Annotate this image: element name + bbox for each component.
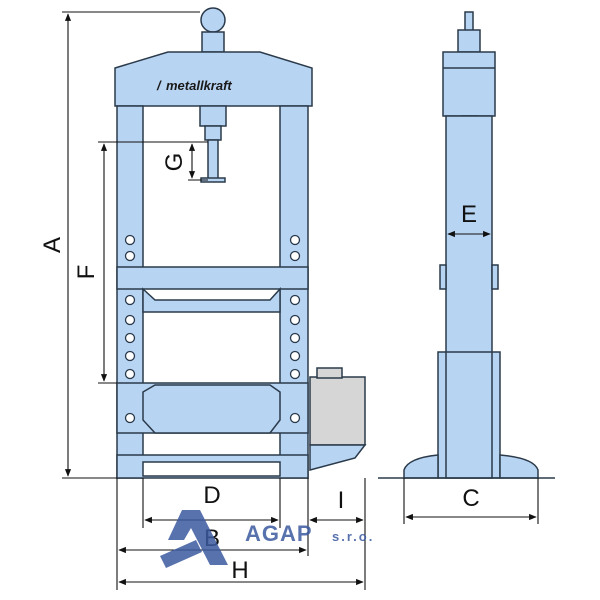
left-column-hole (124, 250, 136, 262)
side-left-tab (439, 264, 447, 290)
left-column-hole (124, 350, 136, 362)
agap-logo-mark (160, 510, 228, 568)
top-ball-neck (201, 31, 225, 53)
side-foot-right (499, 454, 539, 479)
dimension-lines (62, 11, 539, 590)
dim-label-h: H (231, 557, 248, 584)
pump-cap (316, 367, 343, 379)
dim-label-i: I (338, 487, 345, 514)
watermark-company: AGAP (245, 521, 313, 546)
upper-table-bar (116, 266, 309, 290)
column-holes (124, 234, 301, 424)
side-view (378, 11, 555, 479)
left-column-hole (124, 314, 136, 326)
left-column-hole (124, 412, 136, 424)
front-view (114, 7, 367, 479)
side-foot (403, 454, 439, 479)
brand-slash: / (156, 78, 162, 93)
right-column-hole (289, 234, 301, 246)
brand-logo-text: metallkraft (166, 78, 232, 93)
side-head (442, 51, 496, 117)
left-column-hole (124, 294, 136, 306)
side-lower-housing (437, 351, 501, 479)
right-column-hole (289, 294, 301, 306)
piston-rod (207, 139, 219, 181)
right-column-hole (289, 368, 301, 380)
dim-label-c: C (462, 485, 479, 512)
top-ball (200, 7, 226, 33)
pump-unit (309, 376, 366, 446)
agap-watermark: AGAP s.r.o. (160, 510, 374, 568)
left-column-hole (124, 332, 136, 344)
right-column-hole (289, 332, 301, 344)
piston-head (204, 125, 222, 141)
dim-label-a: A (39, 237, 66, 253)
dimension-labels: A F G D B I H E C (39, 153, 480, 584)
right-column-hole (289, 412, 301, 424)
piston-body (199, 105, 227, 127)
upper-table-bolster (142, 287, 281, 313)
watermark-suffix: s.r.o. (332, 529, 374, 544)
dim-label-e: E (461, 201, 477, 228)
side-right-tab (491, 264, 499, 290)
side-top-stem (464, 11, 474, 33)
right-column-hole (289, 250, 301, 262)
right-column-hole (289, 314, 301, 326)
lower-table-bolster (142, 384, 281, 434)
right-column-hole (289, 350, 301, 362)
left-column-hole (124, 368, 136, 380)
left-column-hole (124, 234, 136, 246)
dim-label-f: F (73, 265, 100, 280)
side-top-cap (457, 29, 481, 53)
top-crossbeam (114, 51, 313, 107)
dim-label-d: D (203, 482, 220, 509)
pump-bracket (309, 444, 367, 471)
dim-label-g: G (161, 153, 188, 172)
base-slot (142, 461, 281, 477)
brand-logo: / metallkraft (156, 78, 232, 93)
